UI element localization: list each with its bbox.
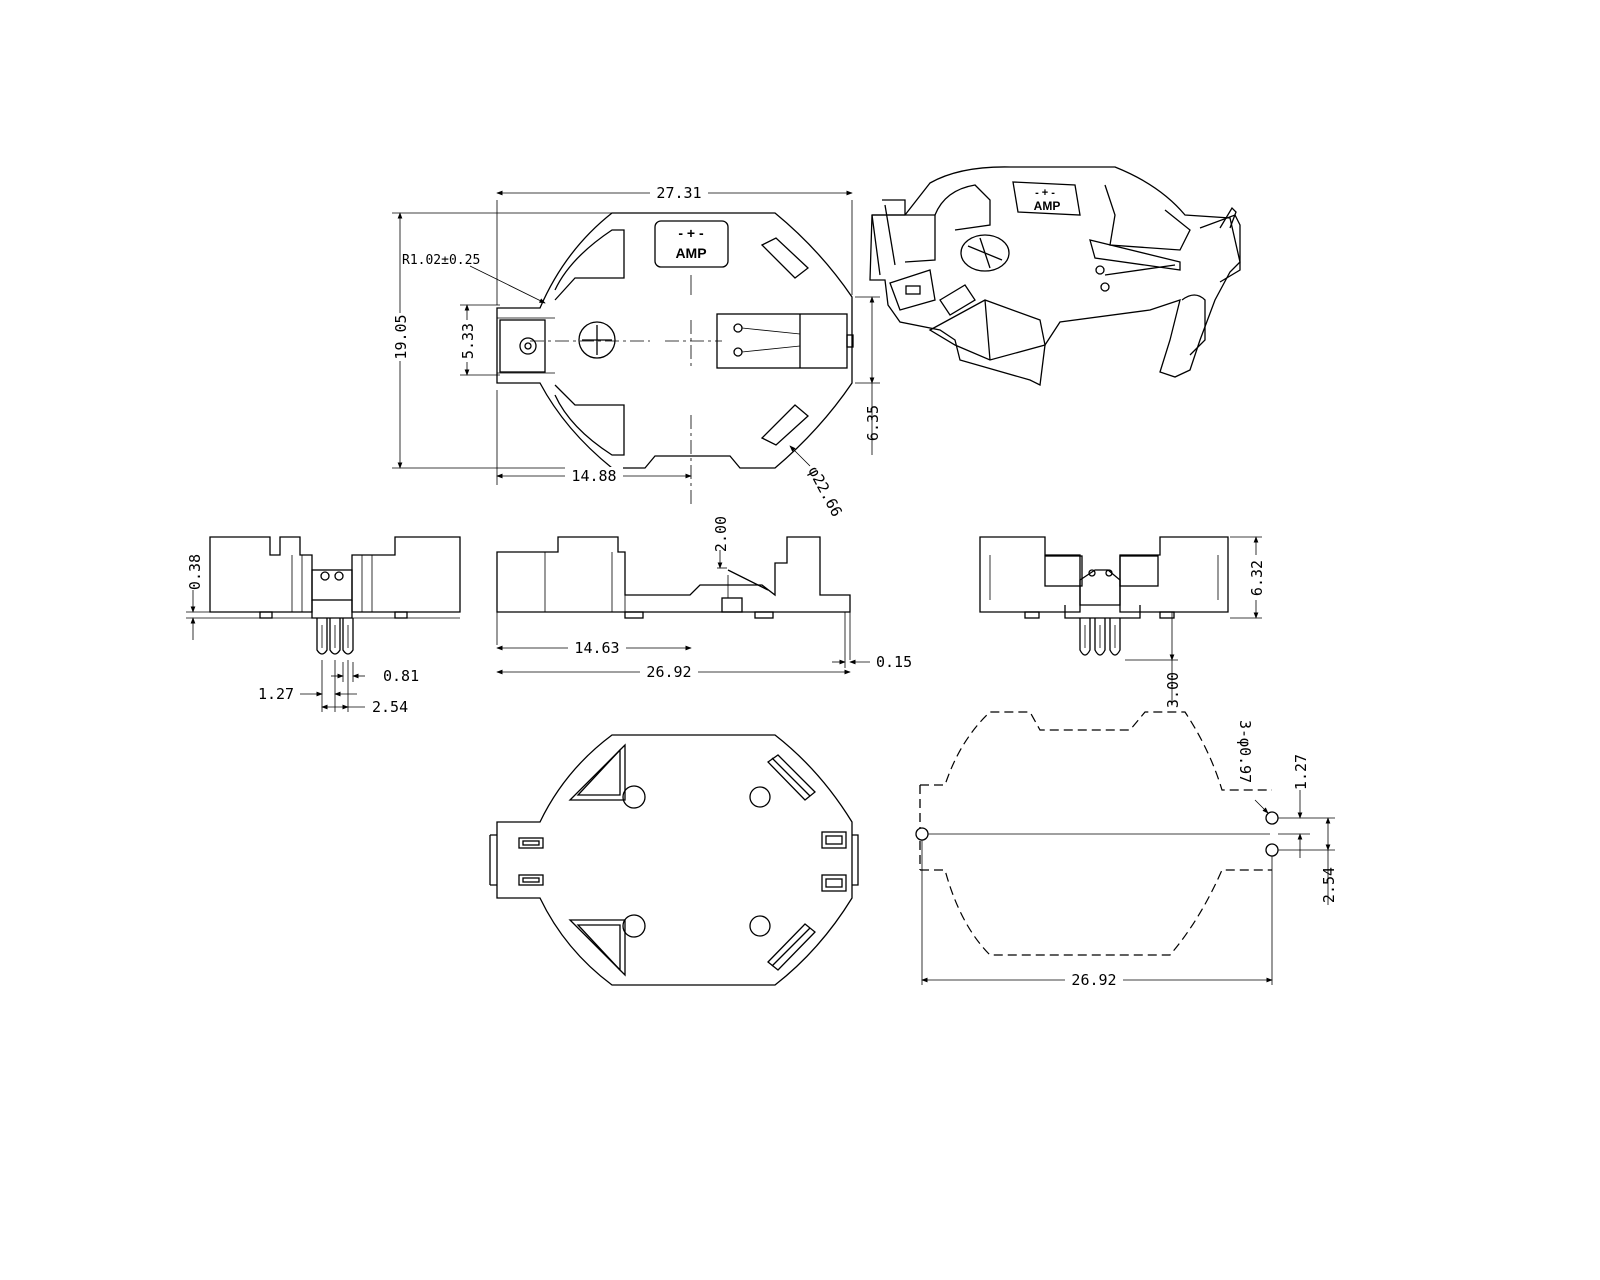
- isometric-view: - + - AMP: [869, 166, 1241, 386]
- dim-footprint-length: 26.92: [1071, 971, 1116, 989]
- dim-top-height: 19.05: [392, 314, 410, 359]
- pcb-footprint: 26.92 1.27 2.54 3-φ0.97: [915, 711, 1338, 989]
- dim-diameter: φ22.66: [804, 463, 845, 519]
- bottom-view: [489, 734, 859, 986]
- dim-pin-width: 0.81: [383, 667, 419, 685]
- dim-pin-length: 3.00: [1164, 672, 1182, 708]
- dim-front-length: 26.92: [646, 663, 691, 681]
- dim-pin-pitch-a: 1.27: [258, 685, 294, 703]
- polarity-window: [654, 220, 729, 268]
- dim-footprint-pitch-b: 2.54: [1320, 867, 1338, 903]
- amp-logo-iso: AMP: [1034, 199, 1061, 213]
- side-view-left: 0.38 1.27 0.81 2.54: [186, 536, 461, 716]
- dim-front-half: 14.63: [574, 639, 619, 657]
- dim-overall-height: 6.32: [1248, 560, 1266, 596]
- dim-footprint-pitch-a: 1.27: [1292, 754, 1310, 790]
- top-view-outline: [496, 212, 853, 469]
- dim-top-width: 27.31: [656, 184, 701, 202]
- dim-thickness: 0.15: [876, 653, 912, 671]
- side-view-right: 6.32 3.00: [979, 536, 1266, 708]
- dim-center-offset: 14.88: [571, 467, 616, 485]
- dim-clip-height: 2.00: [712, 516, 730, 552]
- polarity-plate-iso: [1012, 181, 1081, 216]
- dim-base-offset: 0.38: [186, 554, 204, 590]
- dim-hole-spec: 3-φ0.97: [1236, 720, 1254, 783]
- front-view: 2.00 14.63 26.92 0.15: [496, 516, 912, 681]
- dim-side-offset: 6.35: [864, 405, 882, 441]
- top-view: - + - AMP 27.31 19.05 R1.02±0.25: [391, 184, 882, 520]
- polarity-marks-iso: - + -: [1035, 187, 1055, 199]
- dim-radius: R1.02±0.25: [402, 253, 480, 268]
- polarity-marks-top: - + -: [678, 225, 704, 241]
- dim-pin-pitch-b: 2.54: [372, 698, 408, 716]
- amp-logo-top: AMP: [675, 245, 706, 261]
- dim-pin-span: 5.33: [459, 323, 477, 359]
